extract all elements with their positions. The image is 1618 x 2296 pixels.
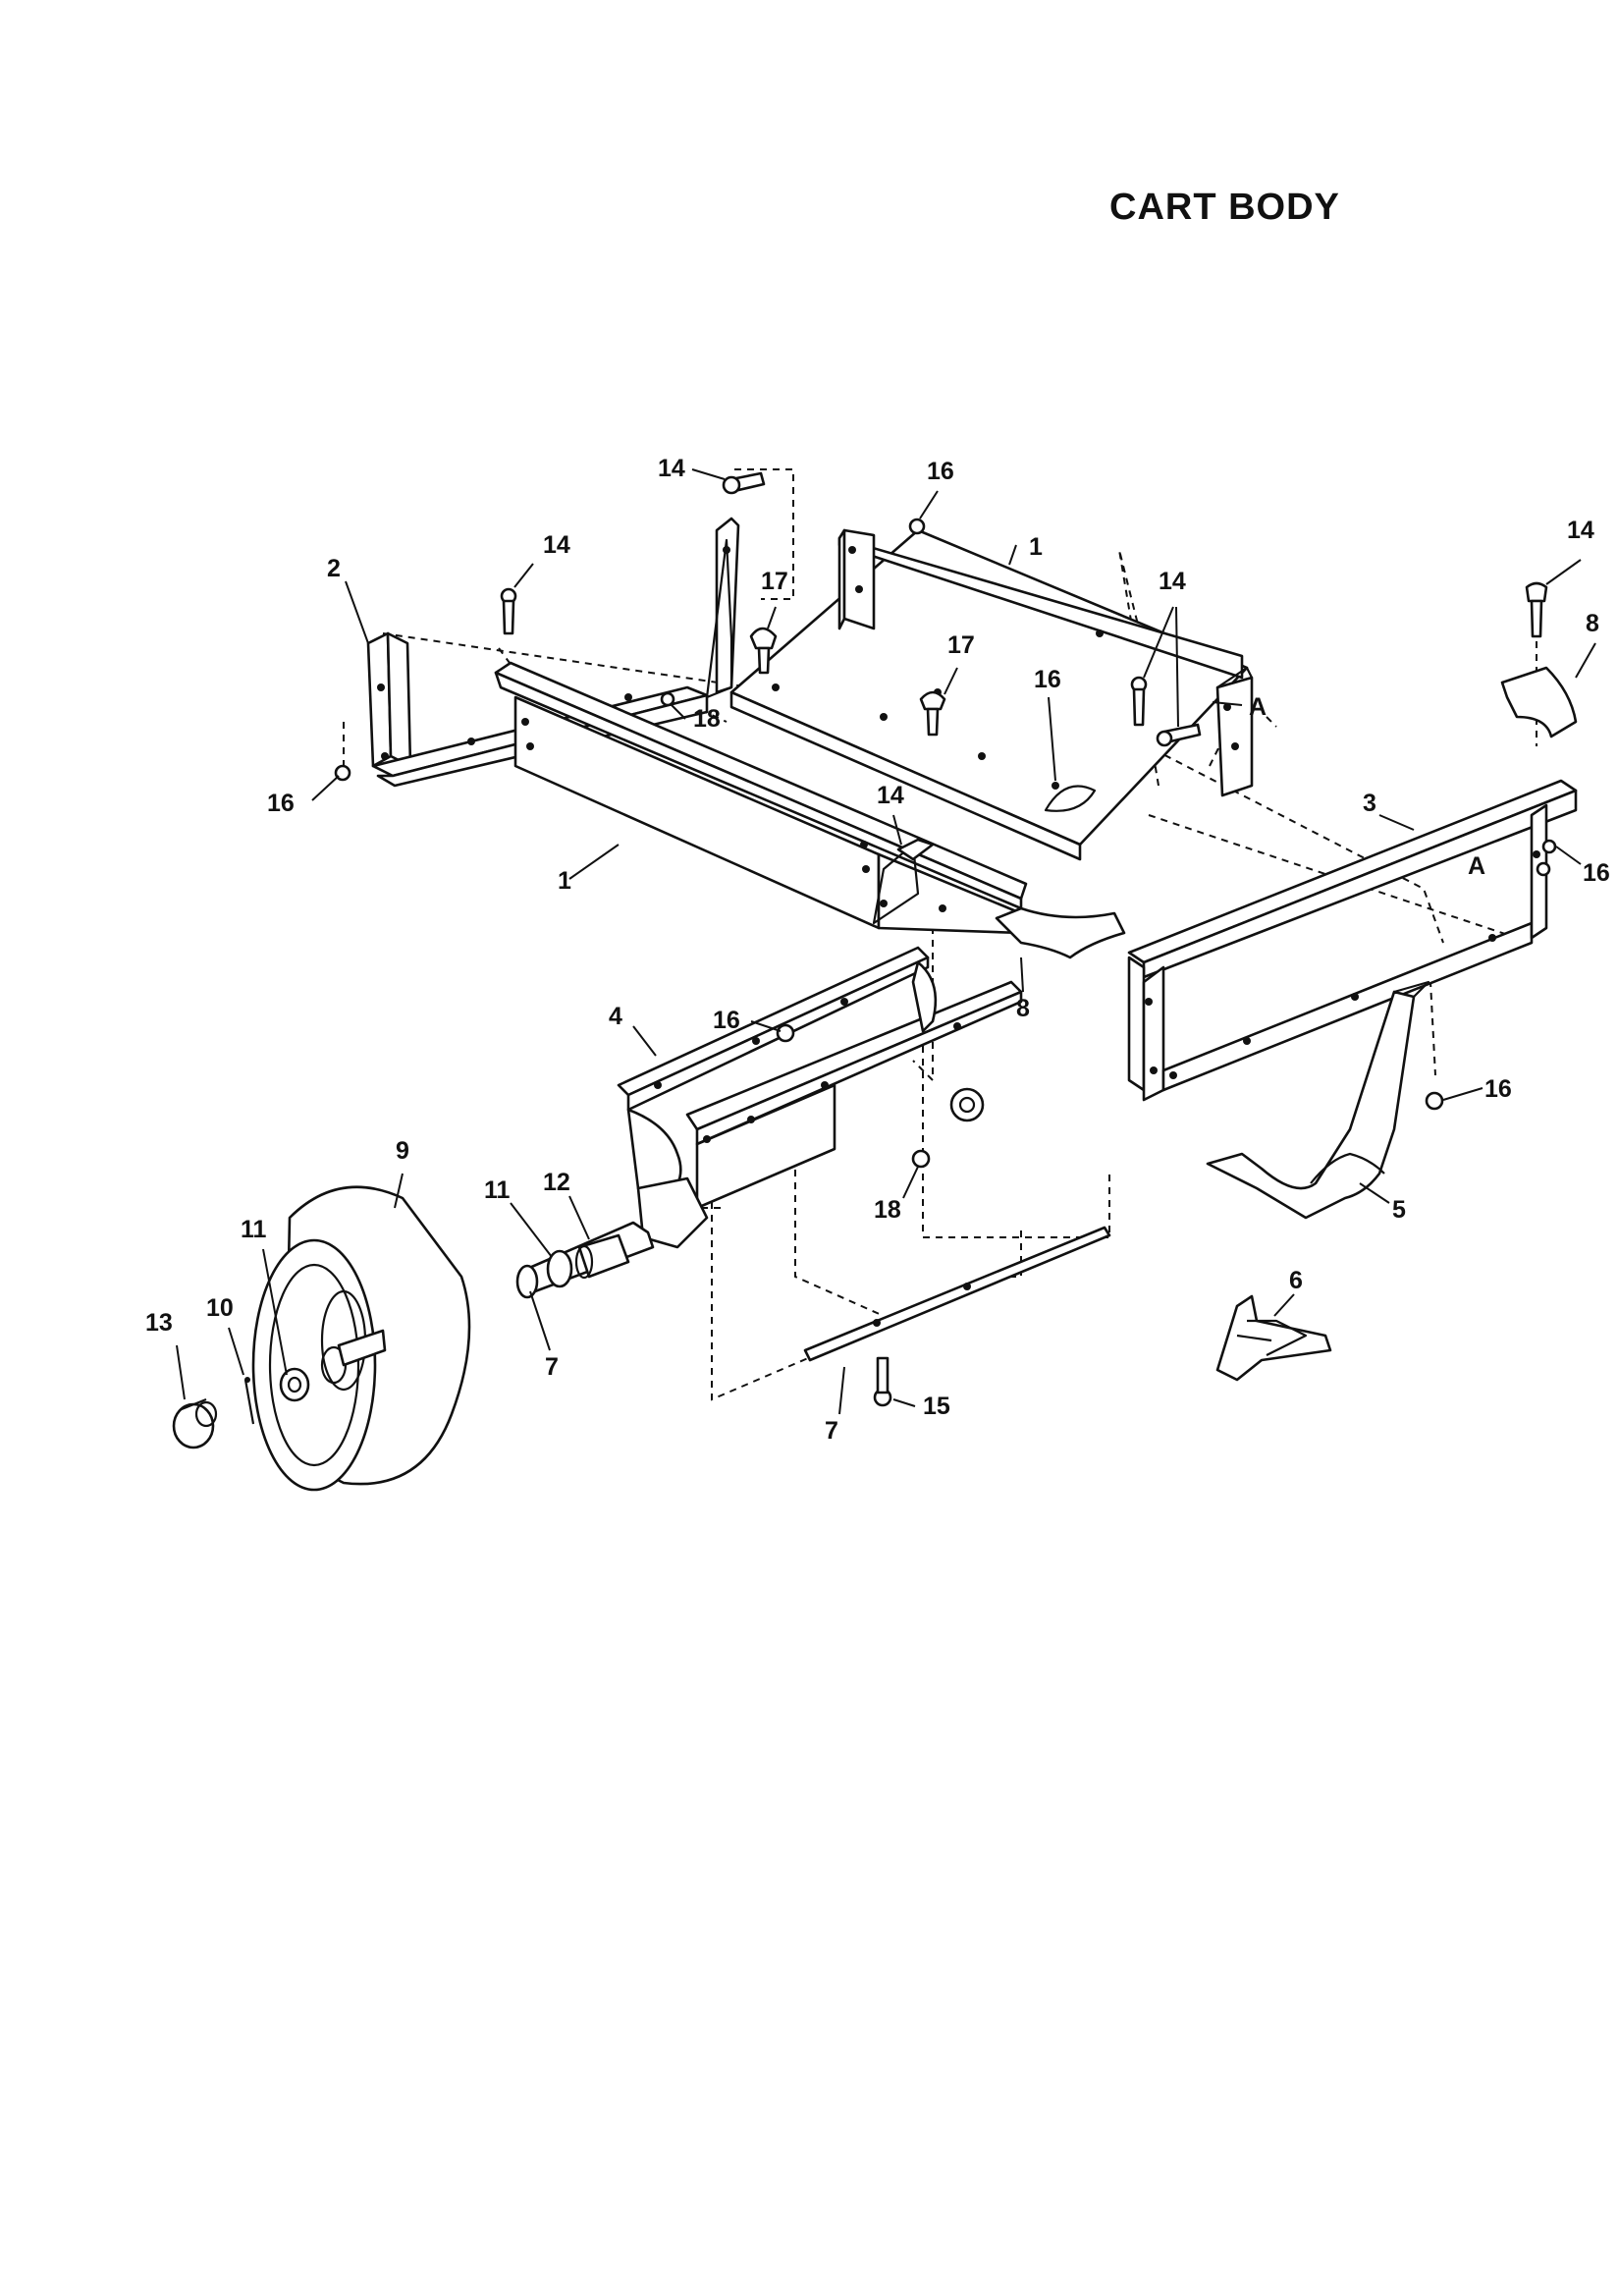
bolt-part-14-middle <box>896 838 935 861</box>
washer-part-11-inner <box>546 1249 573 1288</box>
callout-2: 2 <box>327 555 341 582</box>
bolt-part-14-top <box>722 471 766 495</box>
callout-8: 8 <box>1016 995 1030 1022</box>
callout-10: 10 <box>206 1294 234 1322</box>
latch-part-6 <box>1215 1294 1332 1382</box>
bolt-part-15 <box>873 1356 892 1407</box>
callout-16: 16 <box>927 458 954 485</box>
bolt-part-14-right-b <box>1156 723 1202 747</box>
nut-part-18 <box>660 691 931 1169</box>
bolt-part-14-far-right <box>1525 581 1548 638</box>
callout-6: 6 <box>1289 1267 1303 1294</box>
reference-a: A <box>1249 693 1267 721</box>
callout-18: 18 <box>693 705 721 733</box>
callout-1: 1 <box>558 867 571 895</box>
carriage-bolt-part-17-b <box>919 690 946 737</box>
wheel-part-9 <box>251 1185 471 1492</box>
callout-17: 17 <box>947 631 975 659</box>
callout-9: 9 <box>396 1137 409 1165</box>
spacer-part-8 <box>995 666 1578 959</box>
callout-16: 16 <box>1484 1075 1512 1103</box>
callout-leaders <box>176 468 1596 1415</box>
hitch-bracket-part-5 <box>1206 980 1430 1220</box>
hub-cap-part-13 <box>172 1397 218 1449</box>
callout-4: 4 <box>609 1003 622 1030</box>
page-title: CART BODY <box>1109 187 1340 228</box>
callout-5: 5 <box>1392 1196 1406 1224</box>
callout-14: 14 <box>658 455 685 482</box>
callout-13: 13 <box>145 1309 173 1337</box>
callout-12: 12 <box>543 1169 570 1196</box>
bolt-part-14-right-a <box>1130 676 1148 727</box>
callout-14: 14 <box>1159 568 1186 595</box>
floor-panel-part-1-rear <box>729 528 1254 861</box>
cotter-pin-part-10 <box>243 1377 255 1425</box>
carriage-bolt-part-17-a <box>749 627 778 675</box>
callout-16: 16 <box>267 790 295 817</box>
callout-7: 7 <box>825 1417 838 1445</box>
callout-16: 16 <box>1034 666 1061 693</box>
axle-support-part-4 <box>617 946 1023 1249</box>
side-channel-part-1-front <box>494 661 1028 935</box>
callout-7: 7 <box>545 1353 559 1381</box>
callout-labels: 14 16 1 14 2 17 14 14 17 8 16 18 A 16 3 … <box>145 455 1610 1445</box>
callout-14: 14 <box>543 531 570 559</box>
washer-part-11 <box>279 1367 310 1402</box>
callout-16: 16 <box>1583 859 1610 887</box>
callout-14: 14 <box>877 782 904 809</box>
callout-14: 14 <box>1567 517 1594 544</box>
reference-a: A <box>1468 852 1485 880</box>
callout-16: 16 <box>713 1007 740 1034</box>
callout-18: 18 <box>874 1196 901 1224</box>
front-channel-part-3 <box>1127 779 1578 1102</box>
callout-1: 1 <box>1029 533 1043 561</box>
callout-8: 8 <box>1586 610 1599 637</box>
callout-3: 3 <box>1363 790 1376 817</box>
nut-part-16 <box>334 518 1557 1111</box>
bushing-part-12 <box>574 1233 630 1280</box>
bolt-part-14-left <box>500 587 517 635</box>
callout-11: 11 <box>241 1216 267 1243</box>
axle-rod-part-7 <box>803 1226 1111 1362</box>
callout-17: 17 <box>761 568 788 595</box>
callout-11: 11 <box>484 1176 511 1204</box>
callout-15: 15 <box>923 1393 950 1420</box>
